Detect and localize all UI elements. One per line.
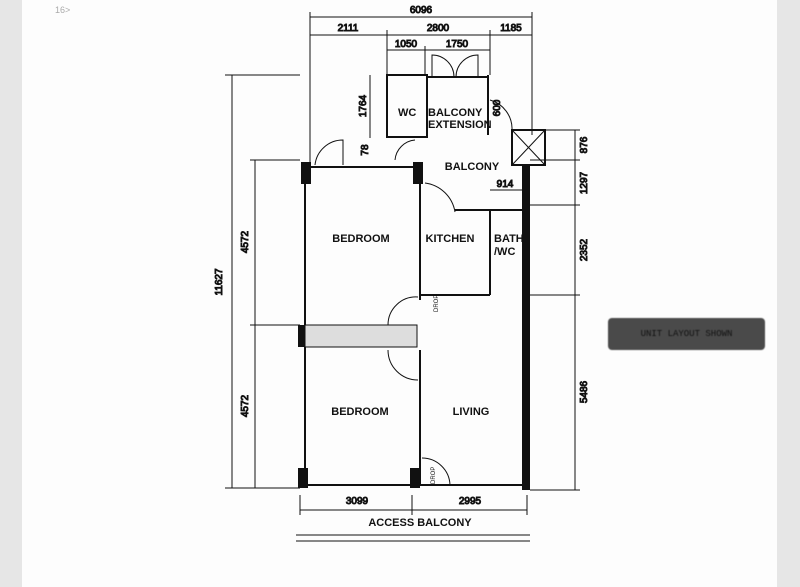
blurred-stamp: UNIT LAYOUT SHOWN (608, 318, 765, 350)
walls (304, 74, 546, 486)
dim-left-upper: 4572 (240, 230, 251, 253)
wardrobe (304, 324, 418, 348)
room-bath-wc: /WC (494, 246, 515, 258)
doors (314, 54, 513, 486)
dim-top-1: 2111 (338, 23, 359, 34)
drop-label-2: DROP (431, 467, 437, 484)
room-balcony-extension-1: BALCONY (428, 107, 483, 119)
dim-overall-width: 6096 (410, 5, 433, 16)
dim-bath: 914 (497, 179, 514, 190)
room-balcony-extension-2: EXTENSION (428, 119, 492, 131)
room-bath: BATH (494, 233, 524, 245)
dim-right-1: 876 (579, 136, 590, 153)
floor-plan-page (22, 0, 777, 587)
dim-right-4: 5486 (579, 380, 590, 403)
drop-label-1: DROP (434, 295, 440, 312)
dimension-lines (225, 12, 580, 542)
room-living: LIVING (453, 406, 490, 418)
room-bedroom-2: BEDROOM (331, 406, 388, 418)
dim-sub-1: 1050 (395, 39, 418, 50)
columns (298, 162, 530, 490)
room-kitchen: KITCHEN (426, 233, 475, 245)
dim-wc-depth: 1764 (358, 94, 369, 117)
dim-small: 78 (360, 144, 371, 156)
handwritten-annotation: 16> (55, 5, 71, 15)
dim-right-3: 2352 (579, 238, 590, 261)
dim-door: 600 (492, 99, 503, 116)
dim-right-2: 1297 (579, 171, 590, 194)
dim-bottom-1: 3099 (346, 496, 369, 507)
dim-bottom-2: 2995 (459, 496, 482, 507)
dim-top-2: 2800 (427, 23, 450, 34)
dim-sub-2: 1750 (446, 39, 469, 50)
room-bedroom-1: BEDROOM (332, 233, 389, 245)
dim-total-depth: 11627 (214, 268, 225, 296)
room-wc: WC (398, 107, 416, 119)
room-balcony: BALCONY (445, 161, 500, 173)
access-balcony-label: ACCESS BALCONY (368, 517, 472, 529)
dim-top-3: 1185 (500, 23, 522, 34)
dim-left-lower: 4572 (240, 394, 251, 417)
